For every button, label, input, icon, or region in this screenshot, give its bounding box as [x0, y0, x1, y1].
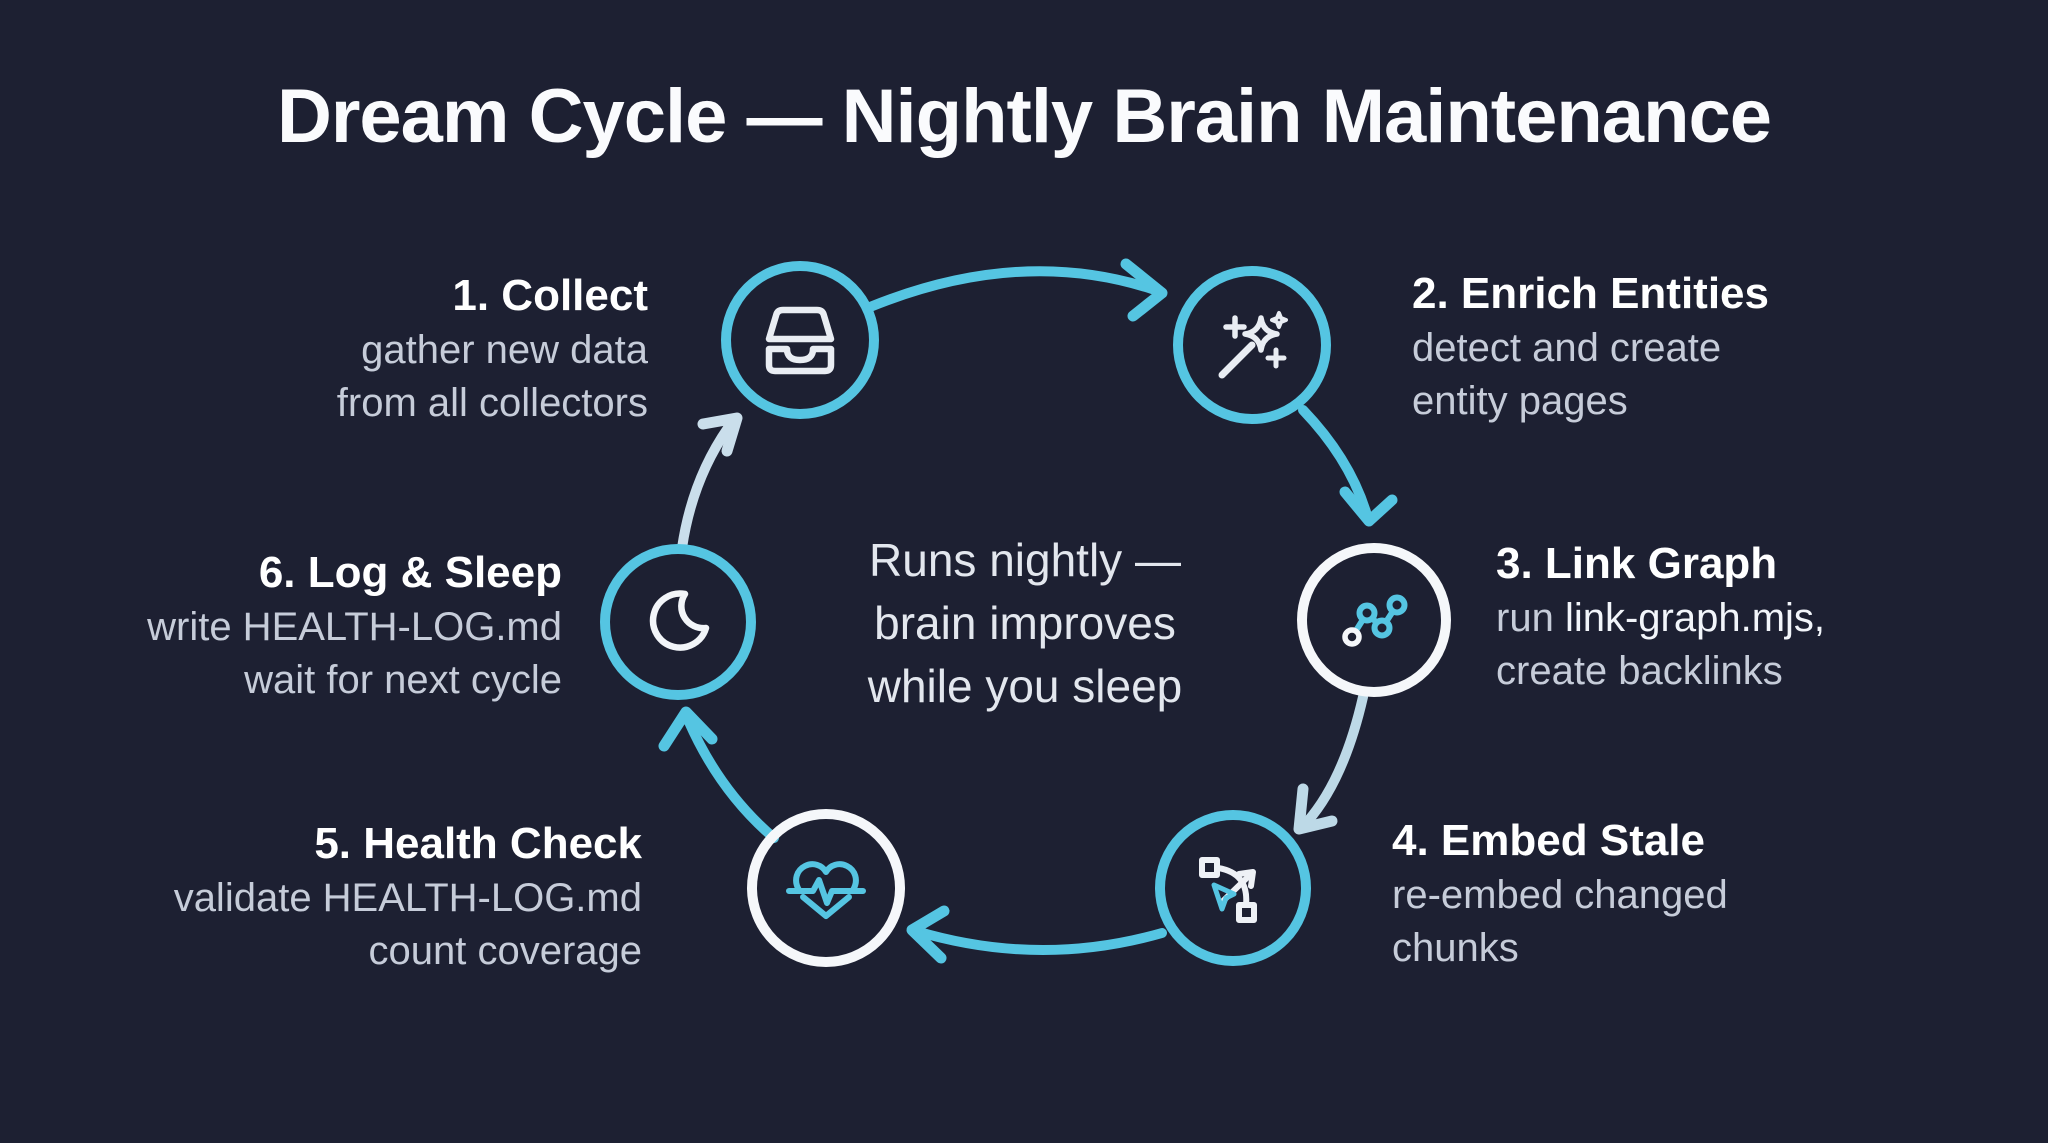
step-3-desc-line-2: create backlinks	[1496, 649, 1783, 693]
page-title: Dream Cycle — Nightly Brain Maintenance	[276, 74, 1772, 159]
arrow-step3-to-step4	[1293, 692, 1368, 835]
step-1-node	[721, 261, 879, 419]
arrow-step4-to-step5	[906, 905, 1167, 964]
step-5-desc-line-1: validate HEALTH-LOG.md	[173, 876, 642, 920]
center-caption-line-2: brain improves	[874, 597, 1176, 649]
heart-pulse-icon	[786, 861, 866, 919]
arrow-step5-to-step6	[658, 706, 779, 843]
arrow-step2-to-step3	[1298, 405, 1398, 527]
step-2-node	[1173, 266, 1331, 424]
step-4-desc-line-2: chunks	[1392, 926, 1519, 970]
step-6-node	[600, 544, 756, 700]
step-2-desc-line-2: entity pages	[1412, 379, 1628, 423]
step-3-circle	[1297, 543, 1451, 697]
step-6-text: 6. Log & Sleep write HEALTH-LOG.md wait …	[147, 545, 562, 707]
step-3-desc-code: link-graph.mjs,	[1564, 596, 1826, 640]
crescent-moon-icon	[649, 590, 710, 651]
step-3-text: 3. Link Graph run link-graph.mjs, create…	[1496, 536, 1825, 698]
step-1-circle	[721, 261, 879, 419]
step-3-title: 3. Link Graph	[1496, 539, 1778, 588]
step-1-title: 1. Collect	[452, 271, 648, 320]
step-6-desc-line-1: write HEALTH-LOG.md	[147, 605, 562, 649]
step-3-node	[1297, 543, 1451, 697]
step-2-text: 2. Enrich Entities detect and create ent…	[1412, 266, 1769, 428]
step-1-desc-line-1: gather new data	[361, 328, 648, 372]
center-caption-line-1: Runs nightly —	[869, 534, 1181, 586]
center-caption: Runs nightly — brain improves while you …	[868, 529, 1183, 718]
center-caption-line-3: while you sleep	[867, 660, 1183, 712]
step-4-text: 4. Embed Stale re-embed changed chunks	[1392, 813, 1728, 975]
step-4-circle	[1155, 810, 1311, 966]
step-1-desc-line-2: from all collectors	[336, 381, 648, 425]
step-2-title: 2. Enrich Entities	[1412, 269, 1769, 318]
step-6-circle	[600, 544, 756, 700]
inbox-icon	[765, 306, 835, 375]
step-5-desc-line-2: count coverage	[368, 929, 642, 973]
step-3-desc-prefix: run	[1496, 596, 1565, 640]
step-5-title: 5. Health Check	[314, 819, 642, 868]
step-2-circle	[1173, 266, 1331, 424]
step-5-node	[747, 809, 905, 967]
node-graph-icon	[1342, 594, 1408, 647]
step-6-desc-line-2: wait for next cycle	[244, 658, 562, 702]
vector-pen-icon	[1199, 857, 1257, 923]
step-6-title: 6. Log & Sleep	[258, 548, 562, 597]
step-4-title: 4. Embed Stale	[1392, 816, 1706, 865]
step-4-desc-line-1: re-embed changed	[1392, 873, 1728, 917]
arrow-step6-to-step1	[677, 412, 743, 553]
step-5-text: 5. Health Check validate HEALTH-LOG.md c…	[174, 816, 642, 978]
arrow-step1-to-step2	[865, 258, 1168, 322]
magic-wand-icon	[1218, 311, 1288, 379]
step-5-circle	[747, 809, 905, 967]
step-3-desc-line-1: run link-graph.mjs,	[1496, 592, 1825, 645]
step-1-text: 1. Collect gather new data from all coll…	[337, 268, 648, 430]
step-4-node	[1155, 810, 1311, 966]
step-2-desc-line-1: detect and create	[1412, 326, 1722, 370]
